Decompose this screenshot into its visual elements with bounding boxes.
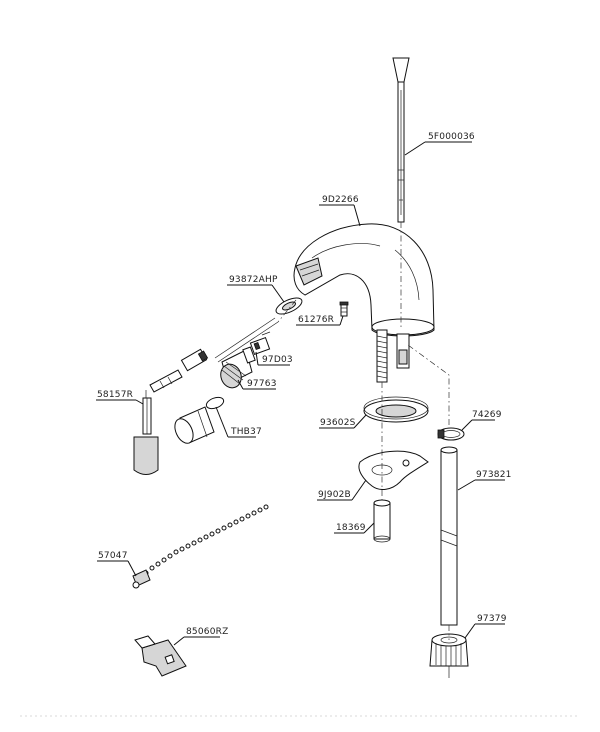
part-label-58157r: 58157R (97, 390, 133, 400)
sensor-cable-drawing (149, 317, 279, 393)
aerator-drawing (275, 297, 303, 315)
ball-chain-drawing (132, 504, 269, 589)
supply-tube-drawing (440, 446, 458, 626)
spout-body-drawing (293, 223, 435, 383)
part-label-97763: 97763 (247, 379, 277, 389)
part-label-18369: 18369 (336, 523, 366, 533)
spacer-tube-drawing (373, 499, 391, 543)
part-label-thb37: THB37 (230, 427, 262, 437)
coupling-nut-drawing (429, 633, 469, 678)
part-label-5f000036: 5F000036 (428, 132, 475, 142)
gasket-drawing (363, 396, 429, 423)
part-label-97d03: 97D03 (262, 355, 293, 365)
part-label-93602s: 93602S (320, 418, 356, 428)
part-label-74269: 74269 (472, 410, 502, 420)
sensor-probe-drawing (133, 390, 159, 475)
solenoid-valve-drawing (220, 346, 256, 389)
leader-lines (96, 141, 505, 646)
screw-drawing (339, 301, 349, 317)
valve-connector-drawing (249, 331, 271, 356)
lift-rod-drawing (392, 57, 410, 223)
mounting-bracket-drawing (358, 450, 429, 490)
part-label-9j902b: 9J902B (318, 490, 351, 500)
cap-drawing (174, 396, 225, 444)
part-label-97379: 97379 (477, 614, 507, 624)
center-lines (277, 222, 450, 640)
part-label-57047: 57047 (98, 551, 128, 561)
key-drawing (134, 635, 187, 677)
hose-clamp-drawing (437, 427, 465, 441)
part-label-93872ahp: 93872AHP (229, 275, 278, 285)
part-label-9d2266: 9D2266 (322, 195, 359, 205)
part-label-973821: 973821 (476, 470, 512, 480)
part-label-85060rz: 85060RZ (186, 627, 228, 637)
part-label-61276r: 61276R (298, 315, 334, 325)
